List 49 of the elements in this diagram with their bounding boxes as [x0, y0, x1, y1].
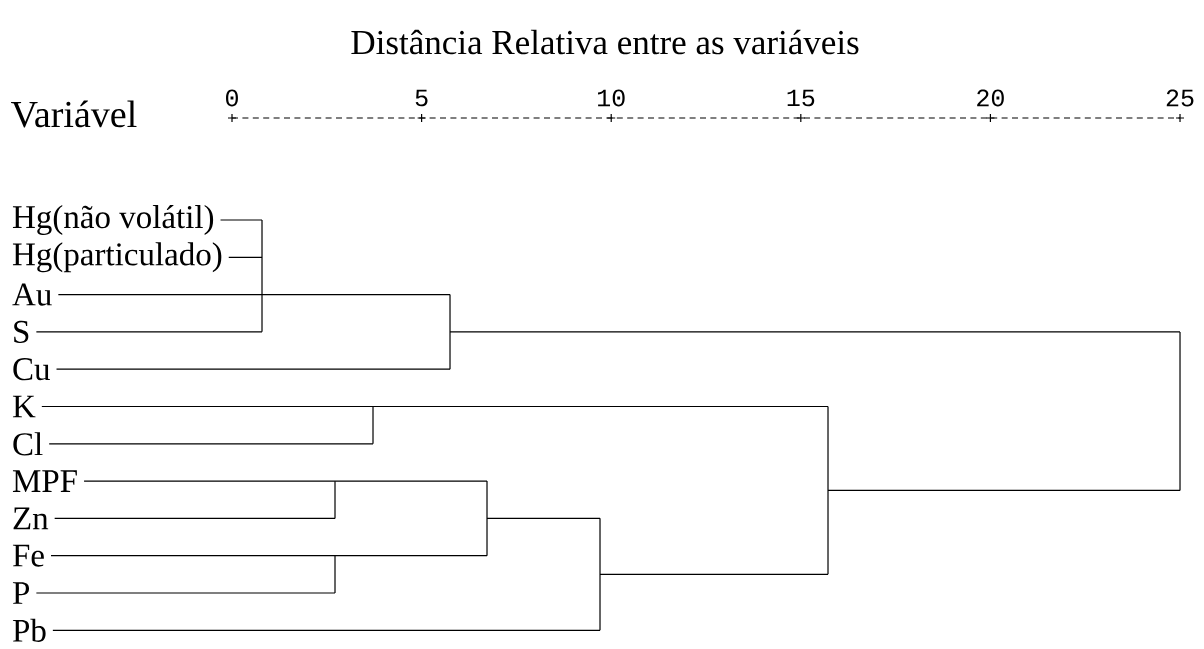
- tick-label: 20: [977, 89, 1004, 107]
- branch-line: [372, 405, 829, 408]
- tick-label: 5: [415, 89, 428, 107]
- branch-line: [599, 573, 829, 575]
- merge-line: [261, 219, 263, 333]
- branch-line: [228, 256, 263, 258]
- tick-label: 25: [1166, 89, 1194, 107]
- merge-line: [1179, 331, 1181, 492]
- branch-line: [219, 219, 263, 221]
- leaf-label: Au: [12, 283, 52, 306]
- branch-line: [52, 629, 601, 631]
- leaf-label: S: [14, 320, 29, 343]
- merge-line: [334, 480, 336, 520]
- branch-line: [827, 489, 1181, 491]
- branch-line: [57, 294, 263, 296]
- branch-line: [48, 443, 374, 445]
- tick-label: 15: [787, 89, 815, 107]
- merge-line: [486, 480, 488, 557]
- tick-label: 0: [226, 89, 238, 107]
- axis-title: Variável: [11, 100, 137, 128]
- tick-label: 10: [598, 89, 625, 107]
- branch-line: [35, 331, 263, 333]
- leaf-label: Hg(particulado): [12, 242, 222, 273]
- branch-line: [54, 517, 336, 519]
- merge-line: [599, 517, 601, 631]
- leaf-label: K: [12, 395, 36, 418]
- merge-line: [334, 555, 336, 594]
- chart-title: Distância Relativa entre as variáveis: [351, 29, 859, 55]
- leaf-label: Pb: [12, 618, 46, 642]
- branch-line: [334, 555, 488, 557]
- branch-line: [55, 368, 451, 370]
- branch-line: [261, 294, 451, 296]
- branch-line: [334, 480, 488, 482]
- branch-line: [486, 517, 601, 519]
- leaf-label: Fe: [12, 544, 44, 567]
- leaf-label: Cl: [13, 432, 43, 456]
- branch-line: [41, 405, 374, 408]
- leaf-label: Zn: [13, 507, 49, 530]
- leaf-label: P: [12, 582, 30, 604]
- leaf-label: Cu: [13, 358, 50, 381]
- merge-line: [827, 405, 829, 575]
- leaf-label: MPF: [12, 470, 77, 492]
- branch-line: [83, 480, 336, 482]
- branch-line: [35, 592, 336, 594]
- merge-line: [449, 294, 451, 370]
- merge-line: [372, 405, 374, 445]
- branch-line: [449, 331, 1181, 333]
- leaf-label: Hg(não volátil): [12, 205, 214, 236]
- branch-line: [50, 555, 336, 557]
